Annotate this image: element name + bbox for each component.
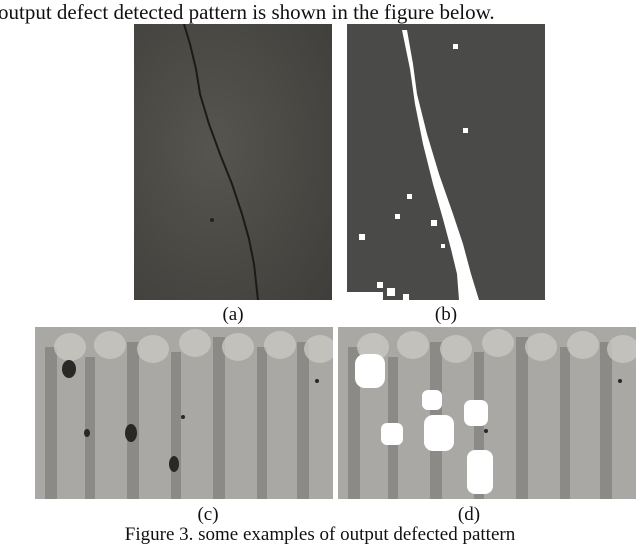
panel-b-label: (b) [434,304,458,325]
intro-sentence: output defect detected pattern is shown … [0,0,495,24]
figure-panel-a-crack-image [134,24,332,300]
panel-c-label: (c) [197,504,219,525]
figure-panel-c-texture-image [35,327,333,499]
figure-caption: Figure 3. some examples of output defect… [124,524,516,545]
figure-panel-b-crack-mask [347,24,545,300]
figure-panel-d-texture-mask [338,327,636,499]
panel-a-label: (a) [222,304,244,325]
panel-d-label: (d) [457,504,481,525]
